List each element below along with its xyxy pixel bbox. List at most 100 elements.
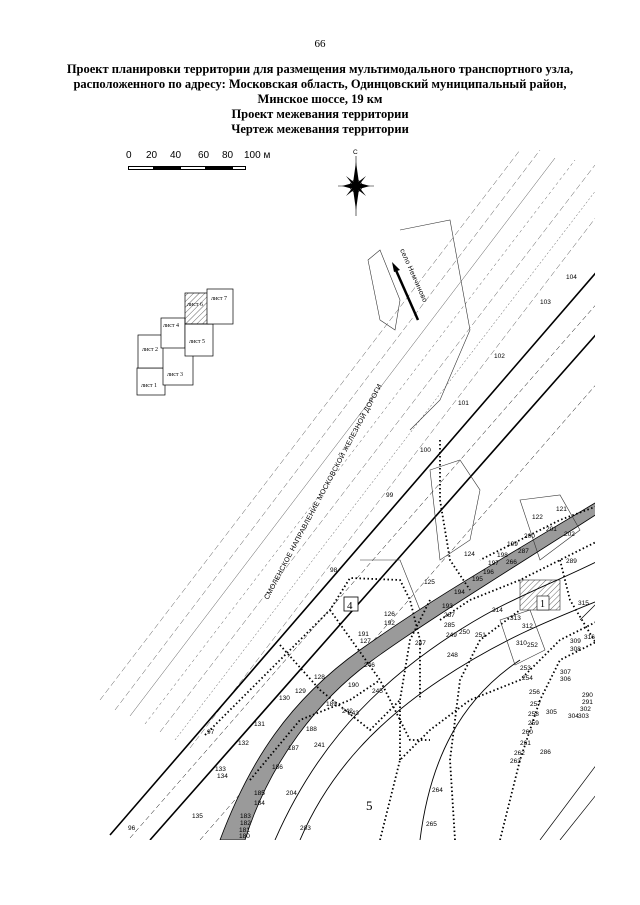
point-label: 130 [279,695,290,702]
point-label: 201 [546,526,557,533]
point-label: 198 [497,552,508,559]
title-line-2: расположенного по адресу: Московская обл… [73,77,567,91]
point-label: 262 [514,750,525,757]
point-label: 186 [272,764,283,771]
sheet-7-label: лист 7 [211,296,227,302]
point-label: 247 [415,640,426,647]
point-label: 127 [360,638,371,645]
sheet-2-label: лист 2 [142,347,158,353]
sheet-3-label: лист 3 [167,372,183,378]
point-label: 194 [454,589,465,596]
point-label: 131 [254,721,265,728]
point-label: 314 [492,607,503,614]
zone-4-marker: 4 [343,596,359,612]
point-label: 126 [384,611,395,618]
scale-label-60: 60 [198,150,210,161]
point-label: 304 [568,713,579,720]
scale-segment [154,166,180,170]
scale-label-40: 40 [170,150,182,161]
point-label: 196 [483,569,494,576]
page-number: 66 [314,38,326,50]
point-label: 104 [566,274,577,281]
point-label: 264 [432,787,443,794]
point-label: 246 [364,662,375,669]
point-label: 102 [494,353,505,360]
point-label: 125 [424,579,435,586]
point-label: 254 [522,675,533,682]
point-label: 96 [128,825,136,832]
point-label: 286 [540,749,551,756]
point-labels: 104 103 102 101 100 99 98 97 96 122 121 … [128,274,595,840]
zone-1-label: 1 [540,599,545,610]
title-line-3: Минское шоссе, 19 км [257,92,383,106]
sheet-1-label: лист 1 [141,383,157,389]
sheet-index: лист 1 лист 2 лист 3 лист 4 лист 5 лист … [136,288,234,396]
point-label: 100 [420,447,431,454]
point-label: 188 [306,726,317,733]
zone-5-label: 5 [366,798,373,813]
railway-lines [109,272,595,840]
point-label: 253 [520,665,531,672]
point-label: 99 [386,492,394,499]
point-label: 182 [240,820,251,827]
point-label: 187 [288,745,299,752]
point-label: 265 [426,821,437,828]
arrow-icon [392,262,400,272]
point-label: 307 [560,669,571,676]
point-label: 121 [556,506,567,513]
point-label: 241 [314,742,325,749]
point-label: 287 [518,548,529,555]
point-label: 303 [578,713,589,720]
railway-platform-area [219,502,595,840]
point-label: 260 [522,729,533,736]
point-label: 315 [578,600,589,607]
point-label: 203 [300,825,311,832]
point-label: 199 [507,541,518,548]
point-label: 124 [464,551,475,558]
point-label: 245 [372,688,383,695]
point-label: 258 [528,711,539,718]
point-label: 261 [520,740,531,747]
point-label: 251 [475,632,486,639]
point-label: 285 [444,622,455,629]
right-tracks [539,604,595,840]
document-title: Проект планировки территории для размеще… [60,62,580,137]
point-label: 122 [532,514,543,521]
scale-segment [232,166,246,170]
scale-segment [128,166,154,170]
scale-label-0: 0 [126,150,132,161]
point-label: 193 [442,603,453,610]
point-label: 184 [254,800,265,807]
sheet-6-label: лист 6 [187,302,203,308]
point-label: 192 [384,620,395,627]
title-line-4: Проект межевания территории [231,107,409,121]
title-line-5: Чертеж межевания территории [231,122,409,136]
site-outlines [360,219,581,666]
sheet-7-frame [206,288,234,325]
point-label: 257 [530,701,541,708]
point-label: 134 [217,773,228,780]
zone-1-marker: 1 [536,595,550,611]
point-label: 195 [472,576,483,583]
point-label: 248 [447,652,458,659]
point-label: 302 [580,706,591,713]
scale-label-100: 100 м [244,150,271,161]
point-label: 291 [582,699,593,706]
point-label: 97 [207,729,215,736]
sheet-5-frame [184,323,214,357]
parcel-boundaries [204,440,595,840]
point-label: 129 [295,688,306,695]
point-label: 309 [570,638,581,645]
point-label: 252 [527,642,538,649]
point-label: 249 [446,632,457,639]
point-label: 183 [240,813,251,820]
sheet-1-frame [136,367,166,396]
point-label: 267 [444,612,455,619]
point-label: 204 [286,790,297,797]
point-label: 181 [239,827,250,834]
point-label: 243 [348,710,359,717]
point-label: 313 [510,615,521,622]
scale-segment [180,166,206,170]
point-label: 128 [314,674,325,681]
